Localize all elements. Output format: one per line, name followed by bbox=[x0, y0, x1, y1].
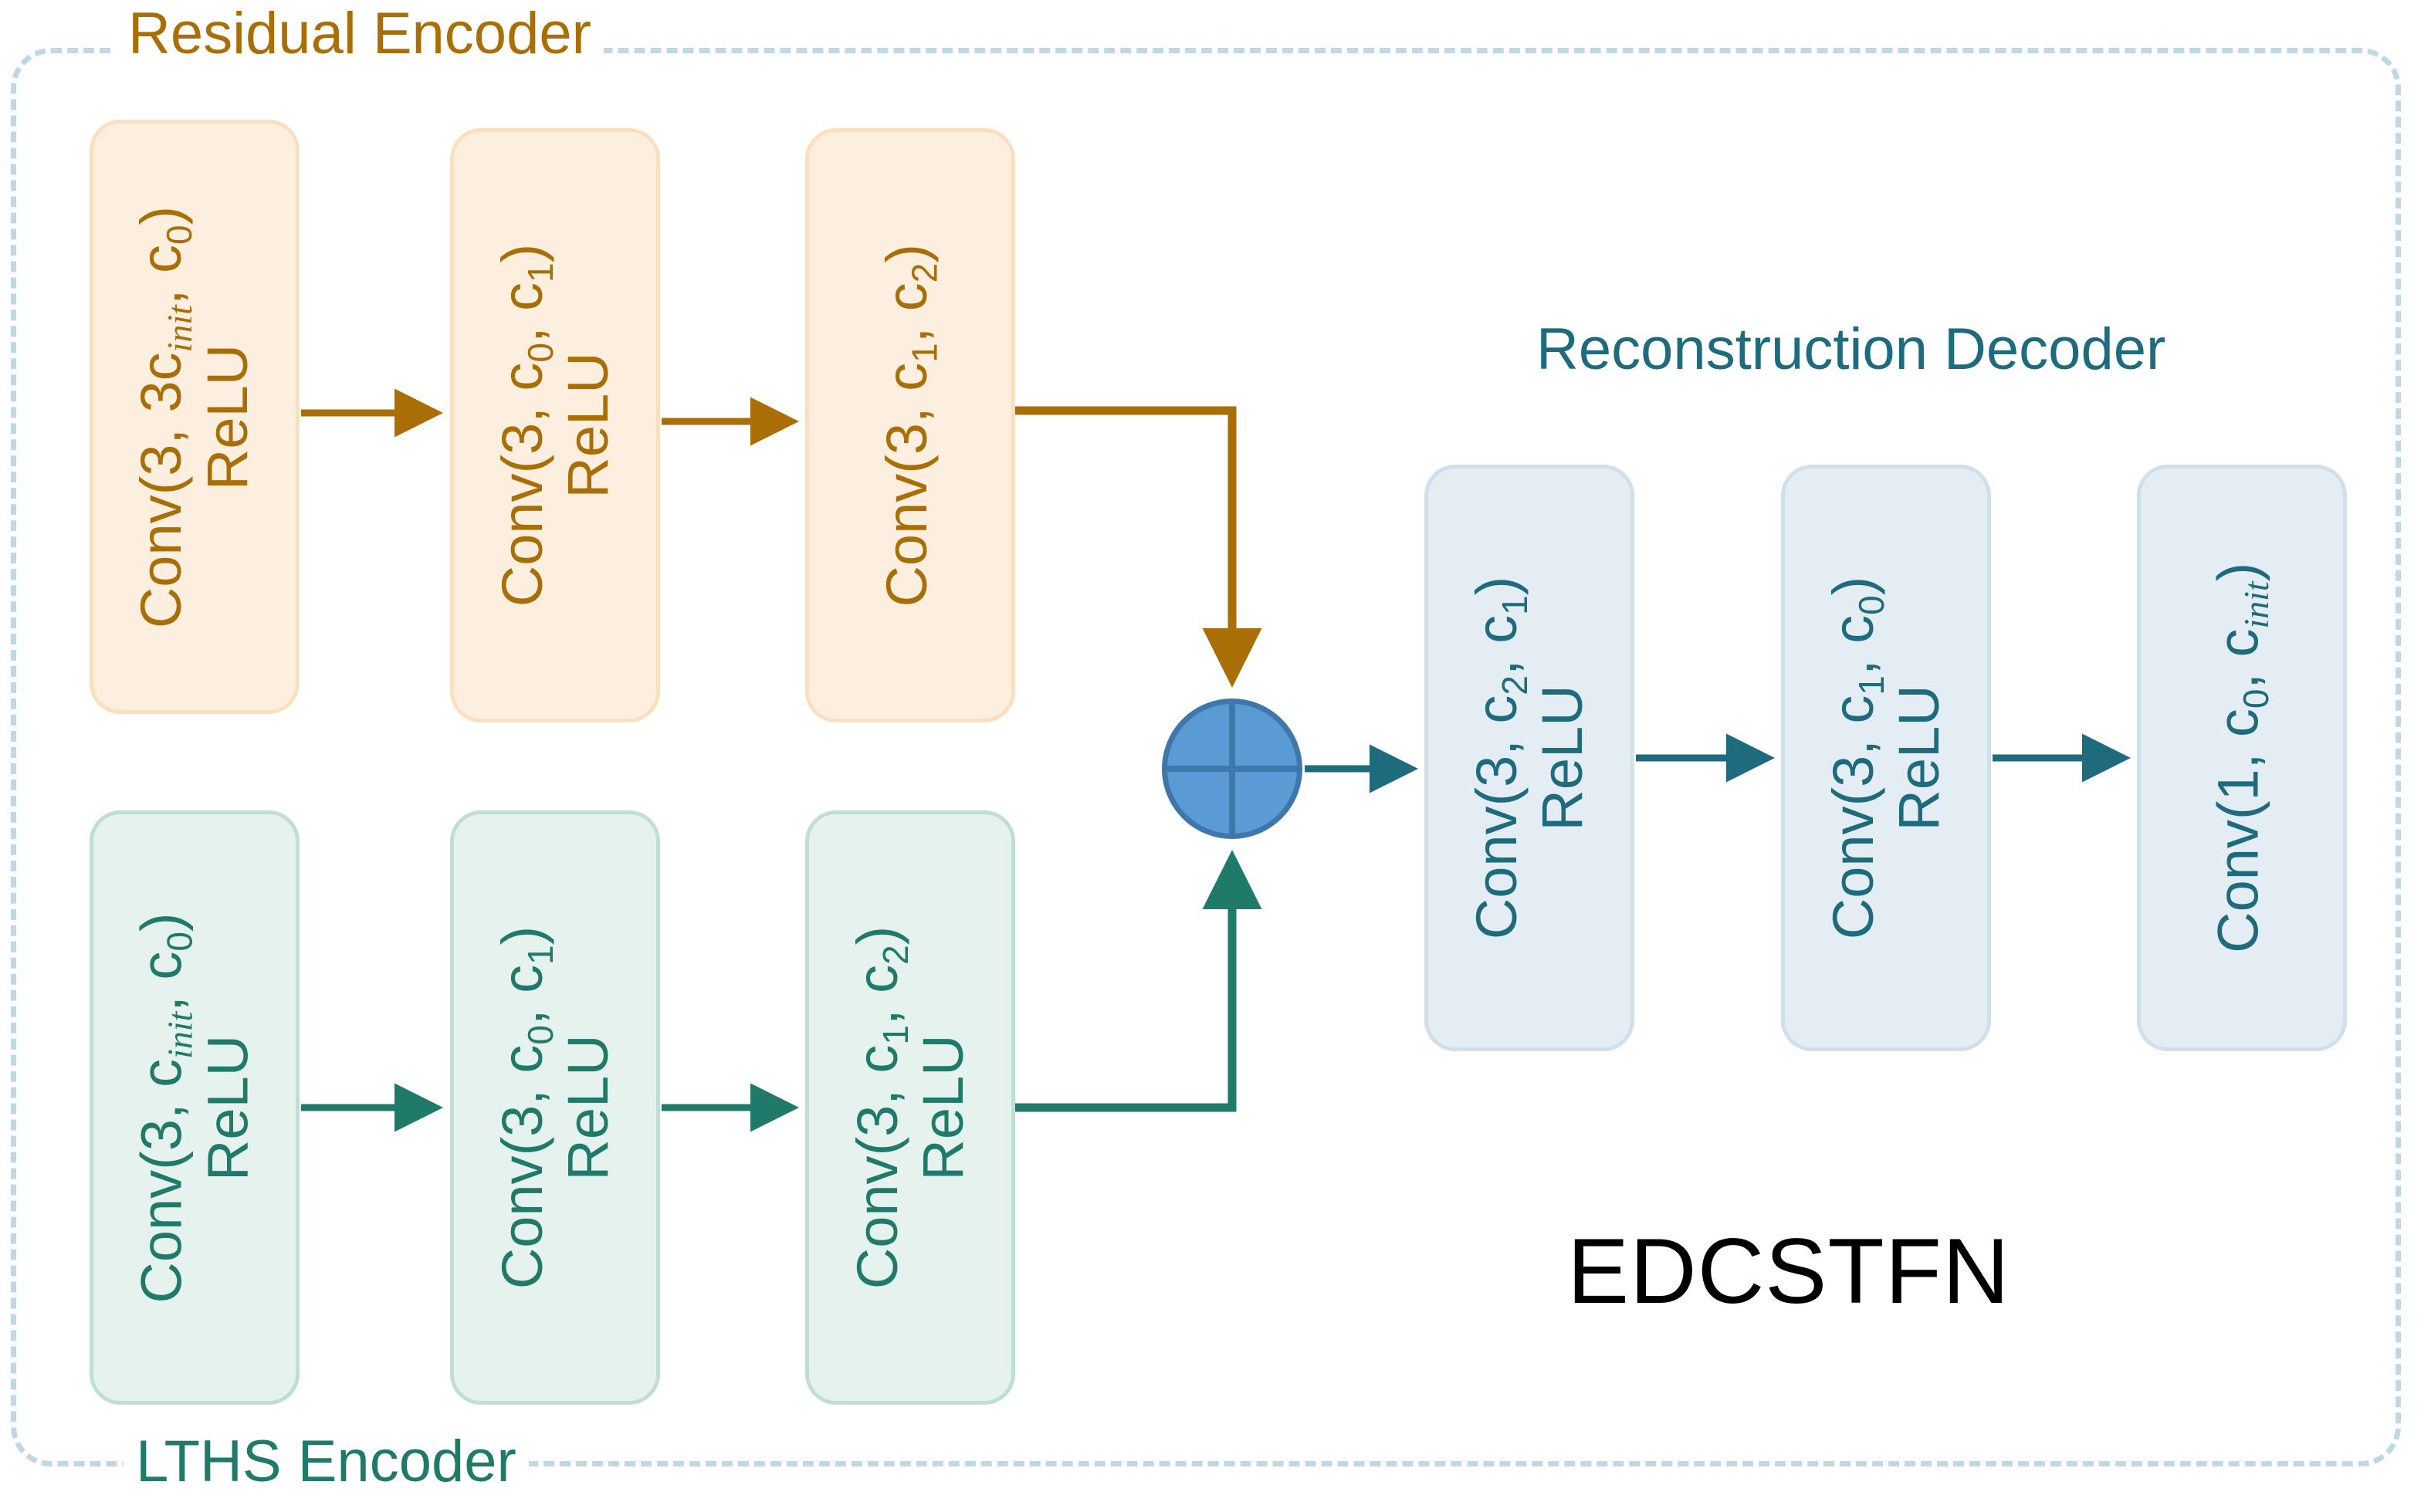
lths-conv-block-3[interactable]: Conv(3, c1, c2) ReLU bbox=[805, 810, 1015, 1405]
block-label: Conv(3, c1, c0) ReLU bbox=[1821, 576, 1951, 940]
plus-vertical-bar bbox=[1229, 704, 1235, 834]
decoder-conv-block-3[interactable]: Conv(1, c0, cinit) bbox=[2137, 465, 2347, 1051]
block-label: Conv(3, c0, c1) ReLU bbox=[490, 243, 620, 607]
residual-conv-block-1[interactable]: Conv(3, 3cinit, c0) ReLU bbox=[90, 120, 300, 714]
decoder-conv-block-1[interactable]: Conv(3, c2, c1) ReLU bbox=[1424, 465, 1634, 1051]
block-label: Conv(3, c1, c2) ReLU bbox=[845, 925, 975, 1290]
residual-encoder-caption: Residual Encoder bbox=[116, 5, 604, 63]
decoder-conv-block-2[interactable]: Conv(3, c1, c0) ReLU bbox=[1781, 465, 1991, 1051]
residual-conv-block-2[interactable]: Conv(3, c0, c1) ReLU bbox=[450, 128, 660, 722]
block-label: Conv(3, c2, c1) ReLU bbox=[1464, 576, 1594, 940]
block-label: Conv(3, 3cinit, c0) ReLU bbox=[129, 205, 260, 628]
sum-node[interactable] bbox=[1162, 698, 1302, 839]
lths-conv-block-1[interactable]: Conv(3, cinit, c0) ReLU bbox=[90, 810, 300, 1405]
lths-encoder-caption: LTHS Encoder bbox=[124, 1433, 529, 1491]
reconstruction-decoder-caption: Reconstruction Decoder bbox=[1536, 316, 2166, 382]
residual-conv-block-3[interactable]: Conv(3, c1, c2) bbox=[805, 128, 1015, 722]
block-label: Conv(3, cinit, c0) ReLU bbox=[129, 912, 260, 1304]
block-label: Conv(3, c1, c2) bbox=[874, 243, 945, 607]
lths-conv-block-2[interactable]: Conv(3, c0, c1) ReLU bbox=[450, 810, 660, 1405]
model-boundary bbox=[11, 48, 2401, 1466]
block-label: Conv(3, c0, c1) ReLU bbox=[490, 925, 620, 1290]
model-name-label: EDCSTFN bbox=[1567, 1219, 2010, 1323]
block-label: Conv(1, c0, cinit) bbox=[2206, 562, 2276, 954]
